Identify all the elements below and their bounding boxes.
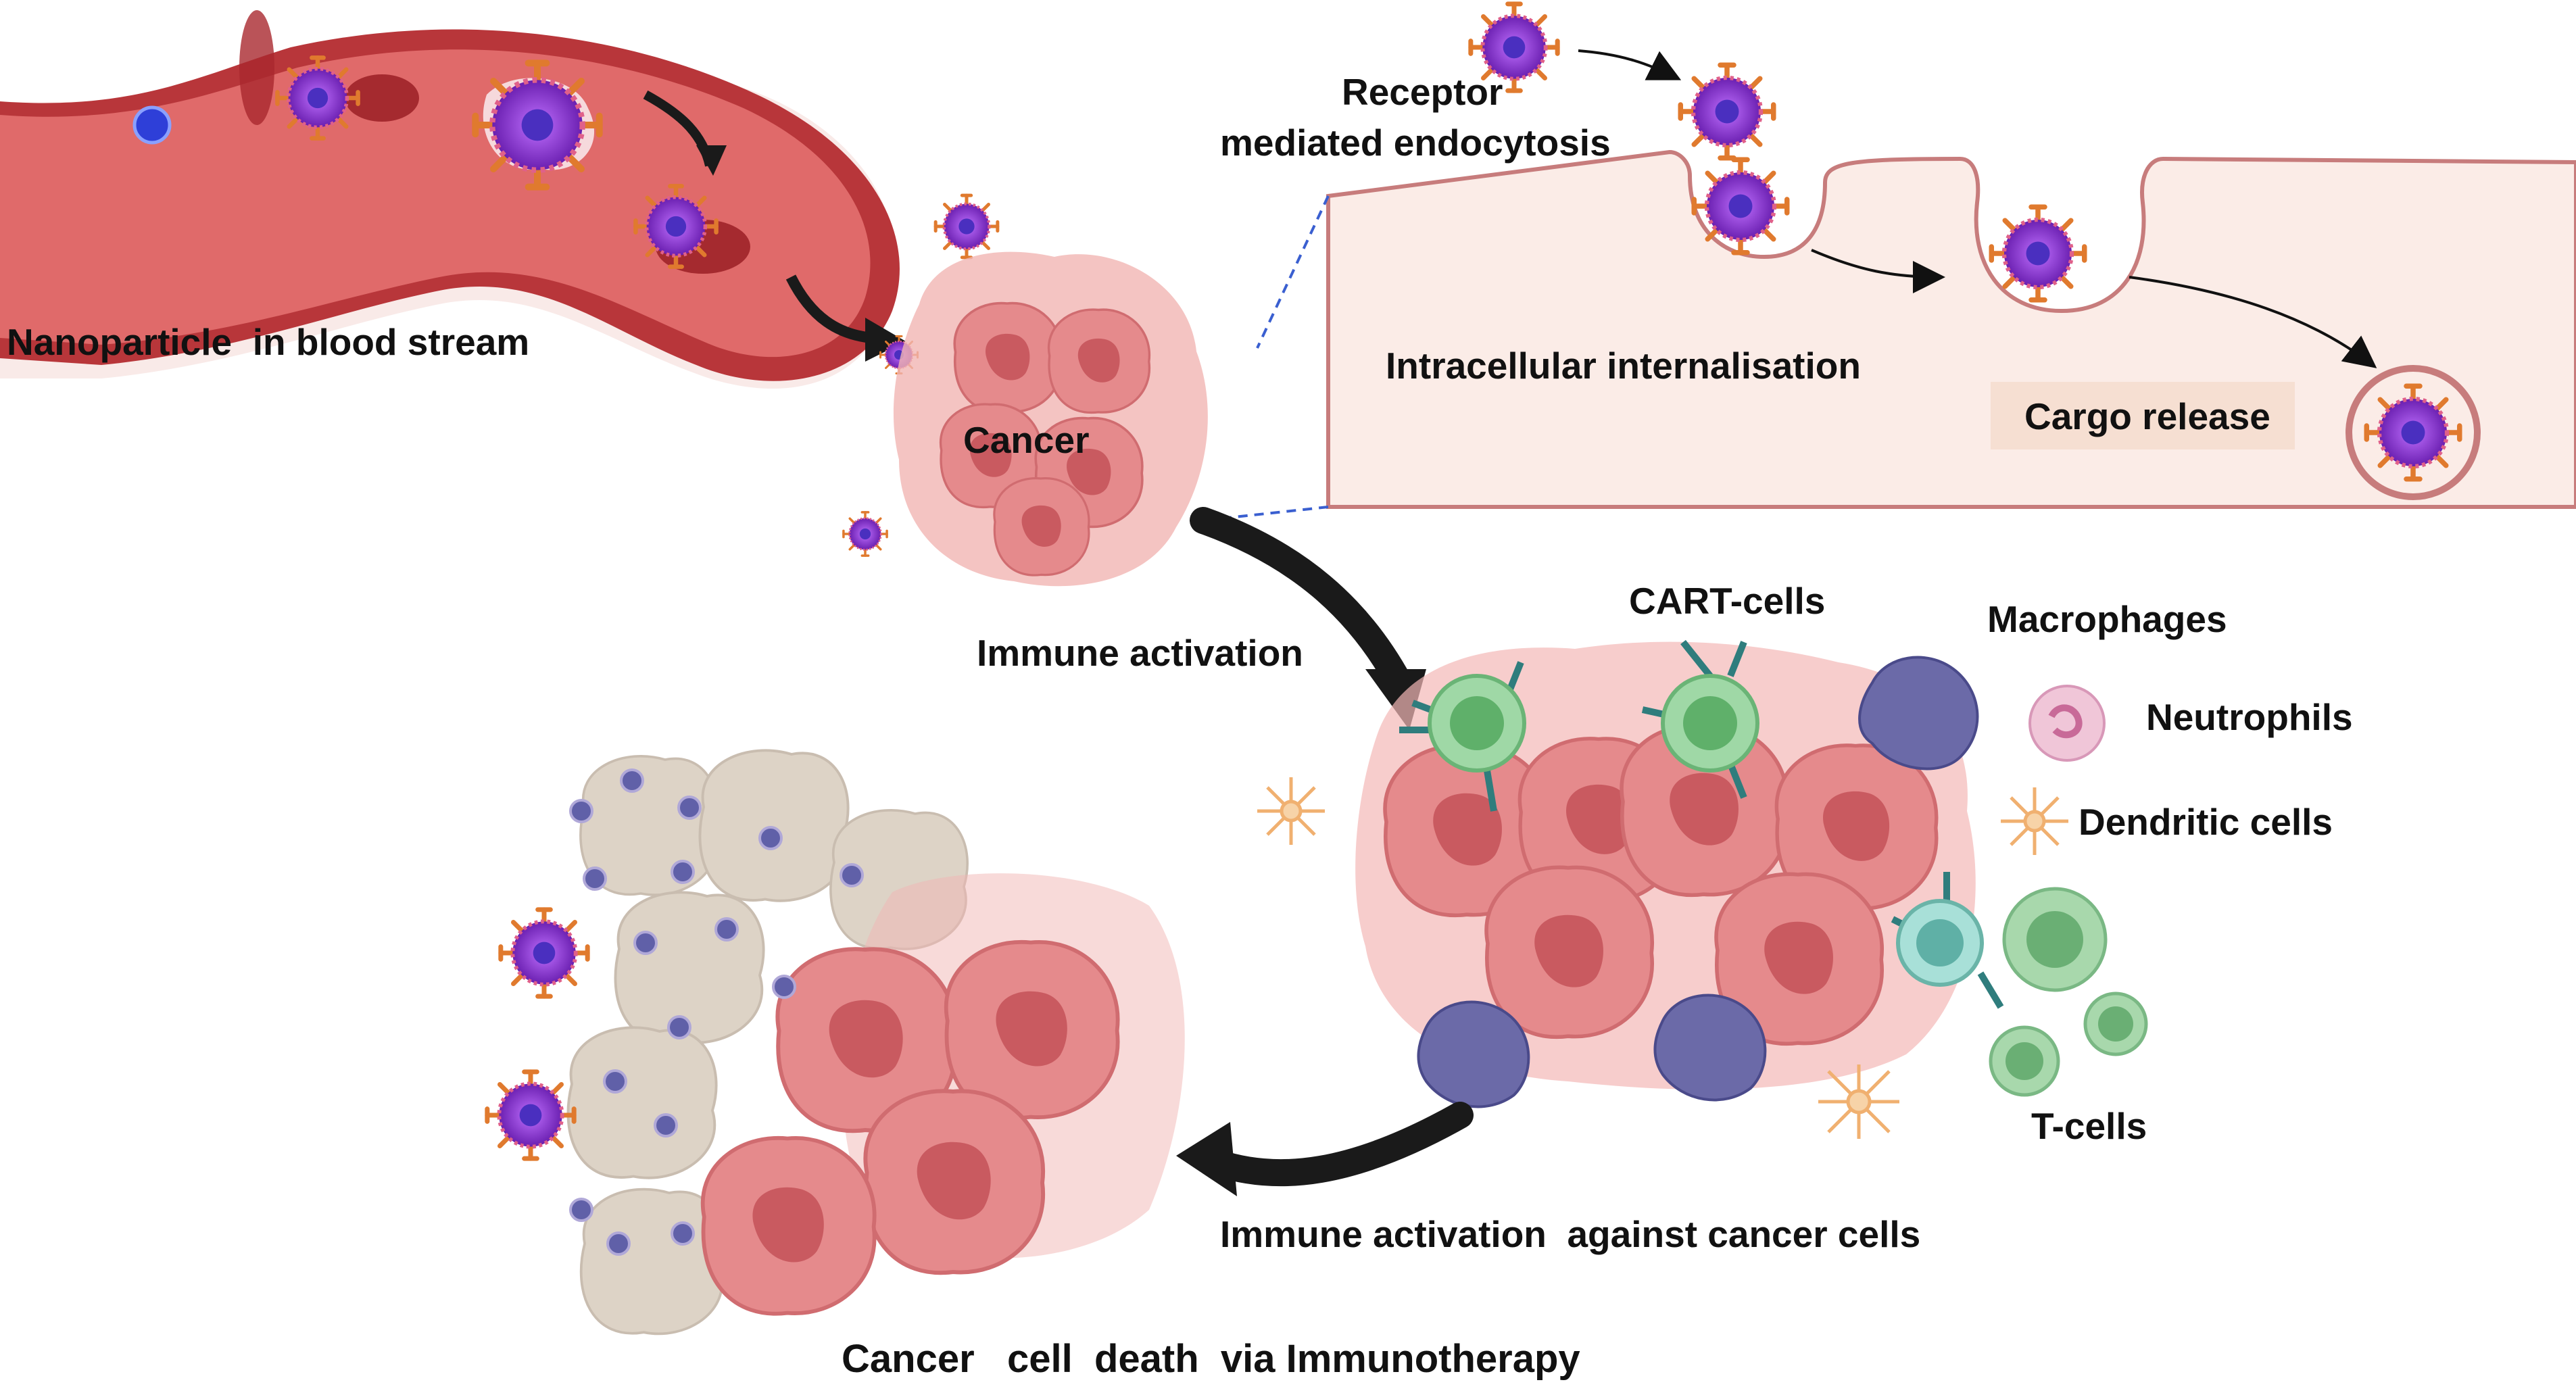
cart-cell xyxy=(1641,639,1759,799)
arrow-internalisation xyxy=(1811,249,1945,293)
label-cart-cells: CART-cells xyxy=(1629,580,1825,622)
label-macrophages: Macrophages xyxy=(1987,598,2227,640)
arrow-release xyxy=(2129,276,2377,368)
arrow-immune-activation xyxy=(1190,507,1413,696)
dying-tumor xyxy=(566,750,1185,1333)
label-cell-death: Cancer cell death via Immunotherapy xyxy=(842,1337,1580,1381)
arrow-to-cancer xyxy=(785,274,873,343)
arrow-head xyxy=(1176,1122,1237,1196)
macrophage xyxy=(1858,656,1979,770)
t-cell xyxy=(2083,992,2148,1056)
nanoparticle xyxy=(635,186,716,266)
vessel-branch xyxy=(239,10,274,125)
label-immune-activation: Immune activation xyxy=(977,632,1303,674)
label-t-cells: T-cells xyxy=(2031,1105,2147,1147)
cart-cell xyxy=(1891,872,2004,1009)
label-cargo-release: Cargo release xyxy=(2024,395,2270,437)
red-blood-cell xyxy=(345,74,419,122)
macrophage xyxy=(1653,994,1767,1102)
nanoparticle xyxy=(277,57,358,138)
nanoparticle xyxy=(1680,65,1774,158)
label-immune-against: Immune activation against cancer cells xyxy=(1220,1213,1920,1255)
dendritic-cell xyxy=(2001,787,2068,855)
label-cancer: Cancer xyxy=(963,419,1089,461)
dendritic-cell xyxy=(1818,1064,1899,1139)
vessel-lumen xyxy=(0,49,871,358)
nanoparticle-large xyxy=(475,63,599,187)
label-receptor-1: Receptor xyxy=(1342,71,1503,113)
cart-cell xyxy=(1399,661,1526,812)
arrow-to-cell-death xyxy=(1203,1102,1474,1187)
t-cell xyxy=(2002,887,2108,992)
endocytosis-panel xyxy=(1202,4,2576,522)
nanoparticle xyxy=(935,195,998,258)
immune-cluster xyxy=(1355,639,2004,1108)
nanoparticle-released xyxy=(2366,386,2460,479)
arrow-endocytosis xyxy=(1578,49,1682,80)
macrophage xyxy=(1417,1000,1530,1108)
nanoparticle xyxy=(842,511,888,557)
neutrophil-nucleus xyxy=(2048,704,2083,739)
dendritic-cell xyxy=(1257,777,1325,845)
cargo-release-box xyxy=(1991,382,2295,449)
label-bloodstream: Nanoparticle in blood stream xyxy=(7,321,529,363)
zoom-line xyxy=(1256,195,1330,349)
nanoparticle-bound xyxy=(1694,160,1787,253)
tumor-mass xyxy=(893,251,1208,587)
label-dendritic-cells: Dendritic cells xyxy=(2079,801,2333,843)
arrow-head xyxy=(865,318,906,362)
nanoparticle-endosome xyxy=(1991,207,2085,300)
arrow-head xyxy=(696,145,727,176)
label-receptor-2: mediated endocytosis xyxy=(1220,122,1611,164)
label-neutrophils: Neutrophils xyxy=(2146,696,2353,738)
neutrophil xyxy=(2028,685,2106,762)
nanoparticle xyxy=(132,105,172,145)
label-internalisation: Intracellular internalisation xyxy=(1386,345,1861,387)
nanoparticle xyxy=(501,910,587,996)
t-cell xyxy=(1989,1025,2060,1097)
nanoparticle xyxy=(487,1072,574,1158)
